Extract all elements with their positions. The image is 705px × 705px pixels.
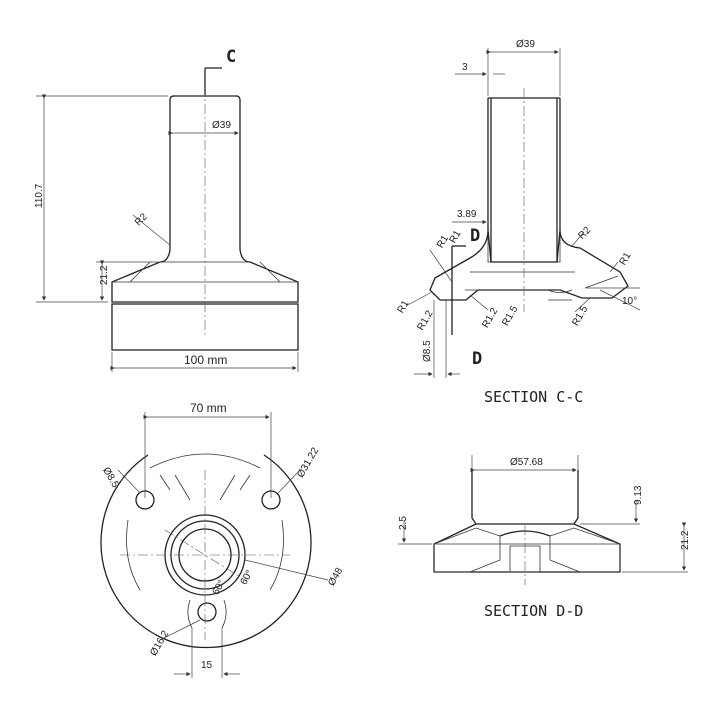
radius-label-8: R2 bbox=[576, 225, 593, 242]
bv-bore-diameter: Ø31.22 bbox=[295, 445, 321, 479]
bv-slot-width: 15 bbox=[201, 660, 213, 671]
dd-height-right: 21.2 bbox=[680, 530, 691, 550]
cc-hole-diameter: Ø8.5 bbox=[422, 340, 433, 362]
cc-angle: 10° bbox=[622, 296, 637, 307]
width-dim-label: 100 mm bbox=[184, 353, 227, 367]
flange-section bbox=[429, 229, 629, 301]
radius-label-6: R1.5 bbox=[500, 304, 520, 328]
bottom-view: 70 mm Ø8.5 Ø31.22 Ø48 60° 60° Ø16.2 15 bbox=[100, 401, 345, 678]
section-dd-title: SECTION D-D bbox=[484, 602, 583, 620]
dd-diameter: Ø57.68 bbox=[510, 457, 543, 468]
base-height-label: 21.2 bbox=[99, 265, 110, 285]
front-view: C Ø39 R2 110.7 21.2 100 mm bbox=[34, 47, 299, 372]
section-cc-title: SECTION C-C bbox=[484, 388, 583, 406]
radius-label-5: R1.2 bbox=[480, 306, 500, 330]
dd-height-left: 2.5 bbox=[398, 516, 409, 530]
section-c-label: C bbox=[226, 47, 236, 67]
radius-label-2: R1 bbox=[448, 228, 464, 245]
tube-section bbox=[487, 97, 561, 262]
tube-diameter-label: Ø39 bbox=[212, 120, 231, 131]
radius-label-4: R1.2 bbox=[415, 308, 435, 332]
cc-section-d-bottom: D bbox=[472, 349, 482, 369]
radius-label-9: R1 bbox=[618, 250, 634, 267]
outer-ring bbox=[100, 454, 312, 649]
height-dim-label: 110.7 bbox=[34, 183, 45, 208]
bv-outer-diameter: Ø48 bbox=[326, 566, 345, 588]
section-dd: Ø57.68 2.5 9.13 21.2 SECTION D-D bbox=[398, 455, 691, 620]
cc-wall-thickness: 3 bbox=[462, 62, 468, 73]
hole-spacing-label: 70 mm bbox=[190, 401, 227, 415]
cc-section-d-top: D bbox=[470, 226, 480, 246]
cc-step: 3.89 bbox=[457, 209, 477, 220]
mount-hole-bottom bbox=[197, 602, 217, 622]
section-cc: Ø39 3 3.89 D D R1 R1 R1 R1.2 R1.2 R1.5 R… bbox=[396, 39, 641, 406]
cc-top-diameter: Ø39 bbox=[516, 39, 535, 50]
dd-tube-outline bbox=[471, 470, 579, 525]
radius-label-3: R1 bbox=[396, 298, 412, 315]
fillet-label: R2 bbox=[133, 211, 150, 228]
dd-height-right-small: 9.13 bbox=[633, 485, 644, 505]
